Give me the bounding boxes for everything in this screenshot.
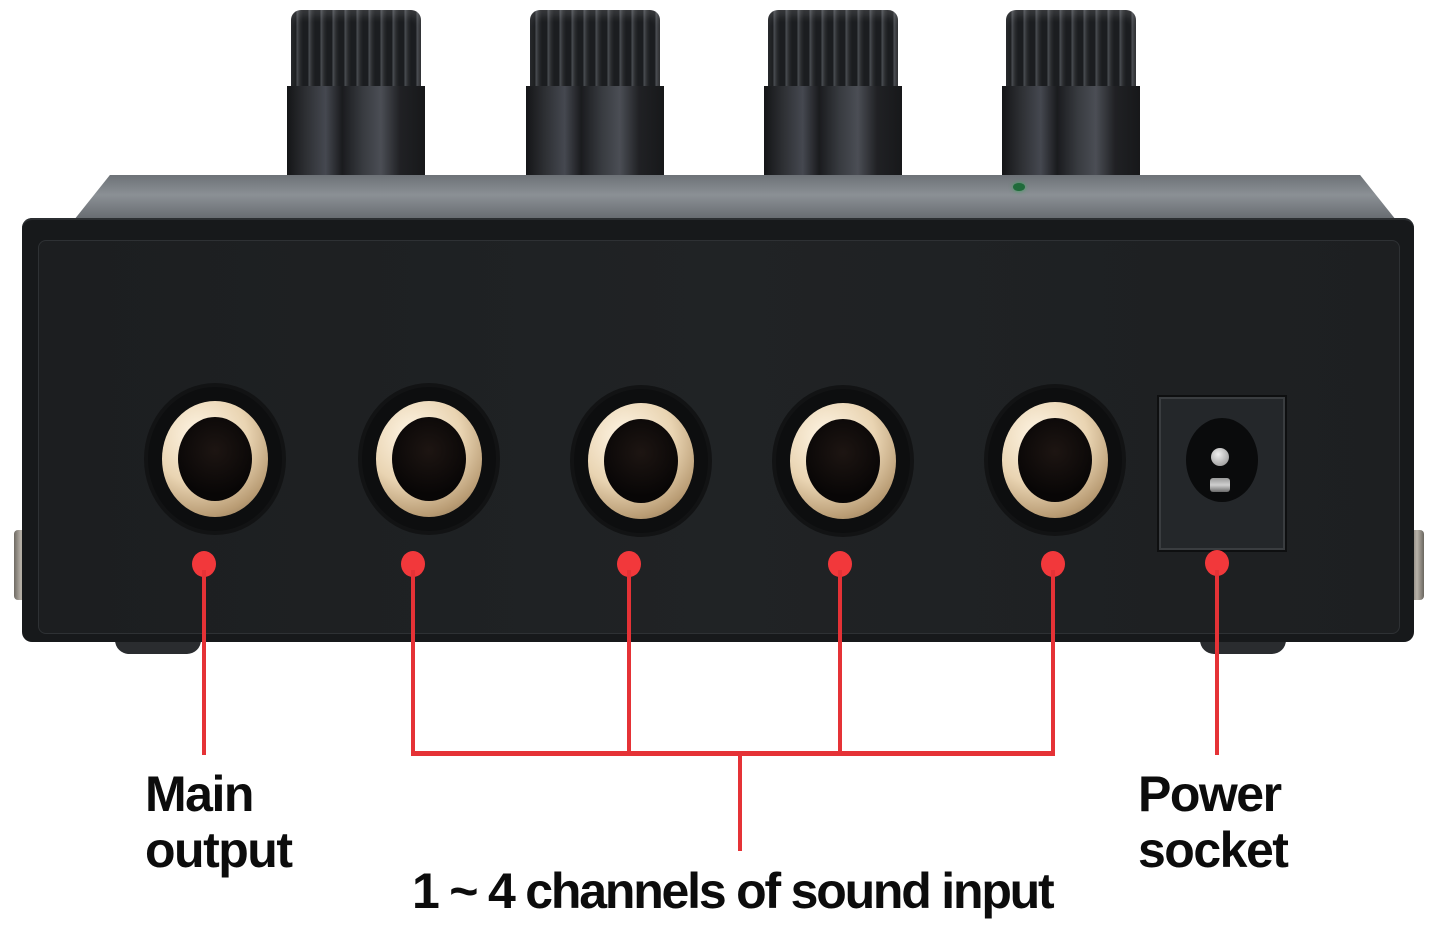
leader-line-channel-4	[1051, 570, 1055, 755]
channel-1-input-jack[interactable]	[362, 387, 496, 531]
label-main-output-line2: output	[145, 822, 293, 878]
main-output-jack[interactable]	[148, 387, 282, 531]
label-power-socket: Power socket	[1138, 766, 1289, 878]
leader-line-channel-1	[411, 570, 415, 755]
channel-2-input-jack[interactable]	[574, 389, 708, 533]
power-led-icon	[1013, 183, 1025, 191]
volume-knob-4[interactable]	[1002, 10, 1140, 186]
channel-4-input-jack[interactable]	[988, 388, 1122, 532]
device-top-surface	[70, 175, 1400, 225]
leader-line-main-output	[202, 570, 206, 755]
volume-knob-3[interactable]	[764, 10, 902, 186]
power-socket-pin-icon	[1211, 448, 1229, 466]
channel-3-input-jack[interactable]	[776, 389, 910, 533]
stem-line-channels	[738, 751, 742, 851]
volume-knob-1[interactable]	[287, 10, 425, 186]
label-channels-input: 1 ~ 4 channels of sound input	[412, 863, 1055, 919]
label-main-output-line1: Main	[145, 766, 254, 822]
label-power-socket-line2: socket	[1138, 822, 1289, 878]
volume-knob-2[interactable]	[526, 10, 664, 186]
bracket-line-channels	[411, 751, 1055, 756]
power-socket-contact-icon	[1210, 478, 1230, 492]
leader-line-channel-3	[838, 570, 842, 755]
label-main-output: Main output	[145, 766, 293, 878]
label-power-socket-line1: Power	[1138, 766, 1282, 822]
leader-line-channel-2	[627, 570, 631, 755]
leader-line-power	[1215, 570, 1219, 755]
